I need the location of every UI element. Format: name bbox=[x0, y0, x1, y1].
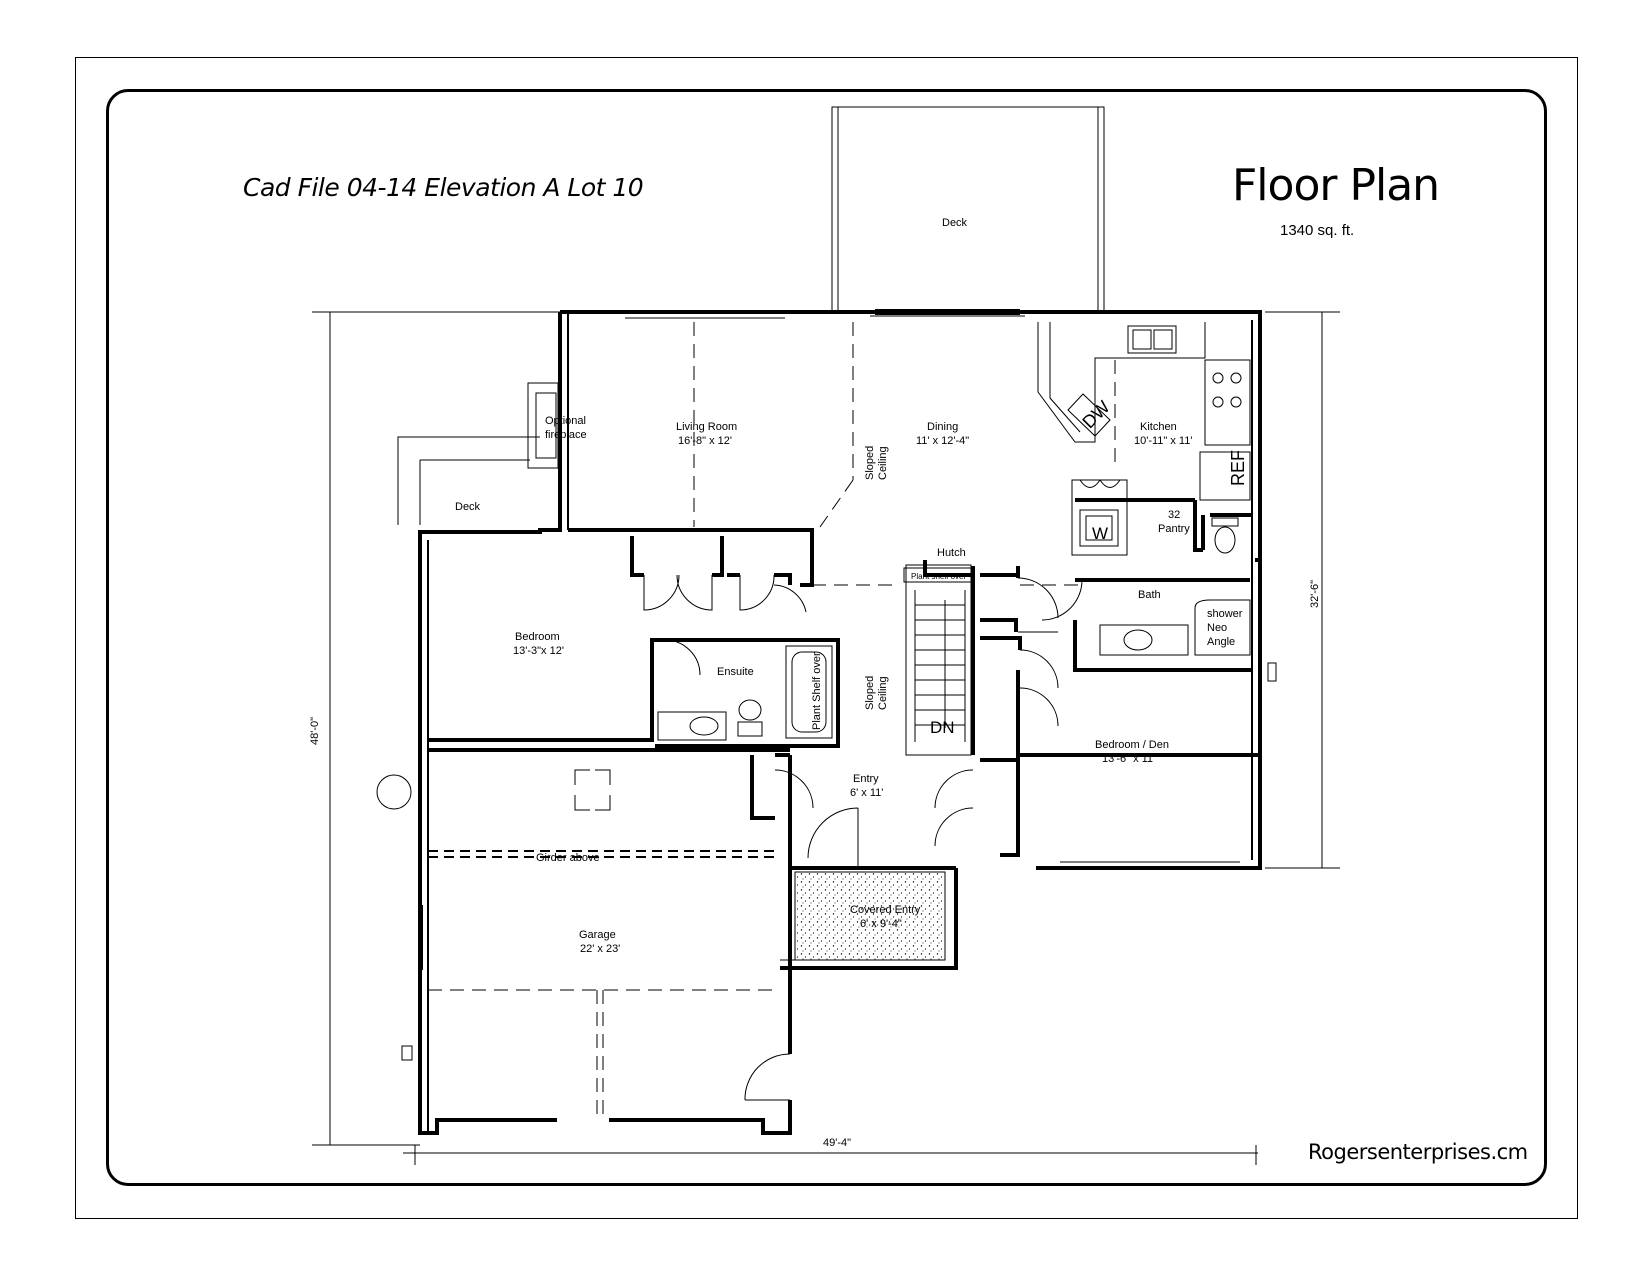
ensuite-label: Ensuite bbox=[717, 666, 754, 678]
fireplace-label-2: fireplace bbox=[545, 429, 587, 441]
overall-depth-label: 48'-0" bbox=[309, 717, 321, 745]
entry-size: 6' x 11' bbox=[850, 787, 883, 799]
right-depth-label: 32'-6" bbox=[1309, 580, 1321, 608]
bedroom-name: Bedroom bbox=[515, 631, 560, 643]
drawing-frame bbox=[106, 89, 1547, 1186]
ensuite-plant-shelf-label: Plant Shelf over bbox=[811, 652, 823, 730]
square-footage: 1340 sq. ft. bbox=[1280, 222, 1355, 239]
shower-label-3: Angle bbox=[1207, 636, 1235, 648]
bath-fixtures bbox=[657, 517, 1251, 741]
entry-name: Entry bbox=[853, 773, 879, 785]
sloped-ceiling-2b: Ceiling bbox=[877, 676, 889, 710]
staircase bbox=[903, 564, 973, 756]
dining-name: Dining bbox=[927, 421, 958, 433]
covered-entry bbox=[780, 868, 958, 970]
top-deck bbox=[831, 106, 1105, 313]
dining-size: 11' x 12'-4" bbox=[916, 435, 969, 447]
top-deck-label: Deck bbox=[942, 217, 968, 229]
stair-down-label: DN bbox=[930, 718, 955, 737]
sloped-ceiling-1a: Sloped bbox=[864, 446, 876, 480]
living-room-size: 16'-8" x 12' bbox=[678, 435, 732, 447]
kitchen-name: Kitchen bbox=[1140, 421, 1177, 433]
floor-plan-title: Floor Plan bbox=[1232, 160, 1440, 211]
plant-shelf-top-label: Plant shelf over bbox=[911, 572, 966, 581]
garage-details bbox=[376, 610, 1277, 1061]
covered-entry-name: Covered Entry bbox=[850, 904, 921, 916]
fridge-label: REF bbox=[1228, 450, 1248, 486]
interior-walls bbox=[428, 498, 1260, 1054]
bedroom-size: 13'-3"x 12' bbox=[513, 645, 564, 657]
living-room-name: Living Room bbox=[676, 421, 737, 433]
left-deck bbox=[397, 382, 559, 525]
washer-label: W bbox=[1092, 524, 1108, 543]
dimension-lines bbox=[312, 311, 1340, 1165]
dashed-lines bbox=[428, 322, 1116, 1115]
bath-label: Bath bbox=[1138, 589, 1161, 601]
garage-size: 22' x 23' bbox=[580, 943, 620, 955]
sloped-ceiling-1b: Ceiling bbox=[877, 446, 889, 480]
sloped-ceiling-2a: Sloped bbox=[864, 676, 876, 710]
pantry-label-1: 32 bbox=[1168, 509, 1180, 521]
door-swings bbox=[643, 574, 1083, 1101]
left-deck-label: Deck bbox=[455, 501, 481, 513]
windows bbox=[625, 309, 1240, 863]
room-labels: Deck Deck Optional fireplace Living Room… bbox=[455, 217, 1248, 955]
pantry-label-2: Pantry bbox=[1158, 523, 1190, 535]
shower-label-2: Neo bbox=[1207, 622, 1227, 634]
kitchen-fixtures bbox=[1037, 322, 1251, 556]
garage-name: Garage bbox=[579, 929, 616, 941]
bedroom-den-name: Bedroom / Den bbox=[1095, 739, 1169, 751]
cad-file-title: Cad File 04-14 Elevation A Lot 10 bbox=[243, 173, 644, 202]
girder-label: Girder above bbox=[536, 852, 600, 864]
dishwasher-label: DW bbox=[1078, 397, 1113, 432]
hutch-label: Hutch bbox=[937, 547, 966, 559]
outer-border bbox=[75, 57, 1578, 1219]
overall-width-label: 49'-4" bbox=[823, 1137, 851, 1149]
dimension-labels: 48'-0" 32'-6" 49'-4" bbox=[309, 580, 1321, 1149]
covered-entry-size: 6' x 9'-4" bbox=[860, 918, 902, 930]
kitchen-size: 10'-11" x 11' bbox=[1134, 435, 1192, 447]
website-name: Rogersenterprises.cm bbox=[1308, 1140, 1528, 1164]
fireplace-label-1: Optional bbox=[545, 415, 586, 427]
shower-label-1: shower bbox=[1207, 608, 1243, 620]
bedroom-den-size: 13'-6" x 11' bbox=[1102, 753, 1155, 765]
